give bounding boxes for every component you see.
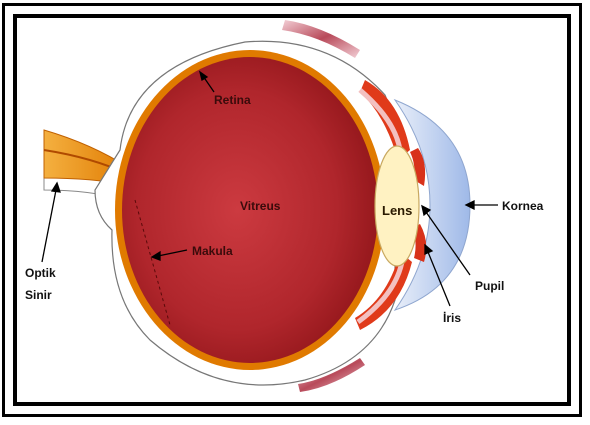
label-kornea: Kornea [502,199,544,213]
label-sinir: Sinir [25,288,52,302]
label-makula: Makula [192,244,233,258]
label-vitreus: Vitreus [240,199,281,213]
label-lens: Lens [382,203,412,218]
label-iris: İris [443,310,461,325]
pupil-arrowhead [422,206,430,215]
label-pupil: Pupil [475,279,504,293]
label-optik: Optik [25,266,56,280]
optik-leader [42,190,56,262]
label-retina: Retina [214,93,251,107]
